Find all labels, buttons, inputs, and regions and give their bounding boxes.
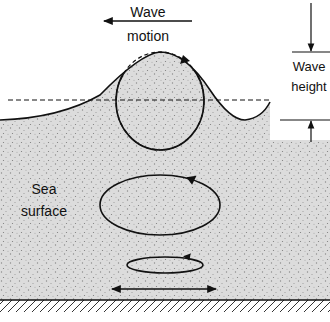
height-bottom-arrow: [310, 121, 311, 142]
direction-label: Wave motion: [113, 0, 183, 48]
height-top-tick: [292, 51, 330, 52]
orbit-dashed: [116, 52, 204, 150]
seabed-hatching: [0, 300, 330, 312]
seabed-line: [0, 299, 330, 301]
still-water-line: [8, 100, 272, 101]
bottom-oscillation-arrow: [112, 288, 216, 289]
wave-motion-arrow: [104, 20, 192, 21]
orbit-small: [127, 257, 203, 273]
water-body: [0, 52, 330, 300]
wave-surface-line: [0, 52, 270, 120]
orbit-medium: [100, 175, 220, 235]
orbit-arrowhead: [183, 252, 191, 260]
orbit-large: [116, 52, 204, 150]
height-bottom-tick: [280, 119, 330, 120]
height-top-arrow: [310, 3, 311, 51]
region-label: Sea surface: [14, 178, 74, 222]
orbit-arrowhead: [180, 55, 190, 64]
orbit-arrowhead: [185, 173, 197, 185]
dimension-label: Wave height: [288, 57, 330, 97]
